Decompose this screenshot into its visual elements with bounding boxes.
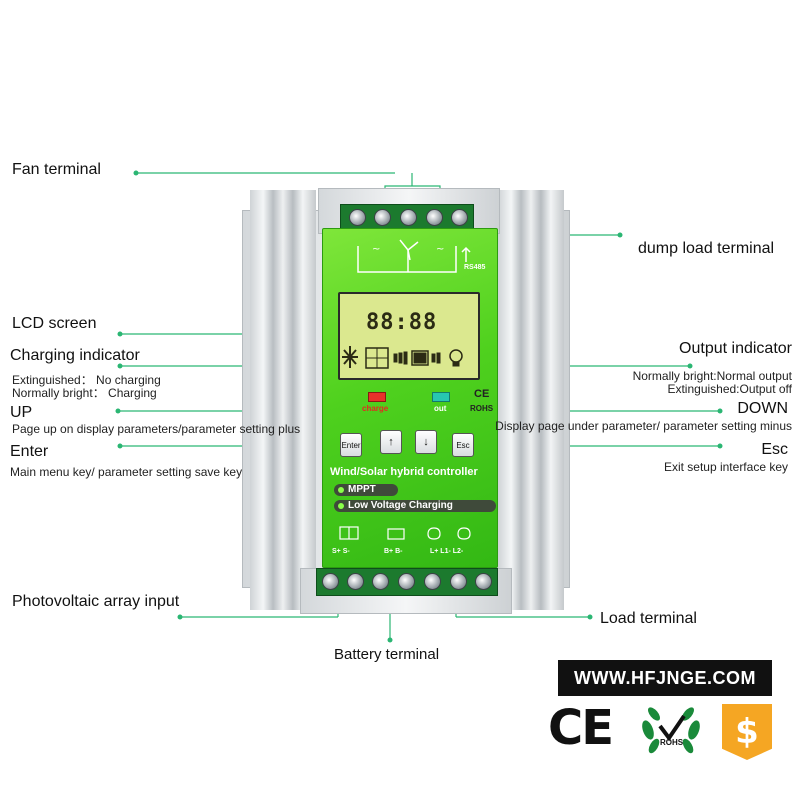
load-terminal-label-callout: Load terminal — [600, 610, 697, 627]
dump-screw-3[interactable] — [451, 209, 468, 226]
battery-terminal-icon — [387, 528, 405, 540]
solar-terminal-label: S+ S- — [332, 548, 350, 555]
lcd-digits: 88:88 — [366, 310, 438, 335]
right-heat-sink — [498, 190, 564, 610]
ce-logo: CE — [548, 700, 614, 756]
dollar-icon: $ — [735, 712, 759, 752]
up-title: UP — [10, 404, 33, 421]
lcd-status-icons — [342, 346, 463, 369]
bulb-icon — [449, 349, 463, 363]
svg-text:~: ~ — [372, 244, 380, 255]
output-indicator-led — [432, 392, 450, 402]
pv-screw-plus[interactable] — [322, 573, 339, 590]
output-indicator-title: Output indicator — [679, 340, 792, 357]
mppt-text: MPPT — [348, 484, 376, 495]
load-screw-plus[interactable] — [424, 573, 441, 590]
down-desc: Display page under parameter/ parameter … — [495, 419, 792, 433]
rohs-logo-text: ROHS — [660, 738, 684, 747]
load-terminal-label: L+ L1- L2- — [430, 548, 464, 555]
down-title: DOWN — [737, 400, 788, 417]
charging-indicator-desc-1: Extinguished： No charging — [12, 373, 161, 387]
bottom-terminal-icons — [339, 526, 471, 540]
battery-screw-plus[interactable] — [372, 573, 389, 590]
rohs-mark: ROHS — [470, 404, 494, 413]
battery-terminal-label-callout: Battery terminal — [334, 646, 440, 663]
dump-load-terminal-label: dump load terminal — [638, 240, 775, 257]
arrow-up-icon: ↑ — [388, 436, 394, 448]
load-bulb-icon — [427, 527, 441, 540]
load-arrows-icon — [431, 352, 441, 364]
load-bulb-2-icon — [457, 527, 471, 540]
dump-screw-1[interactable] — [400, 209, 417, 226]
wind-turbine-icon: ~ ~ — [357, 239, 471, 273]
output-indicator-desc-1: Normally bright:Normal output — [632, 369, 792, 383]
ce-mark: CE — [474, 388, 490, 400]
down-key[interactable]: ↓ — [415, 430, 437, 454]
enter-key[interactable]: Enter — [340, 433, 362, 457]
svg-text:~: ~ — [436, 244, 444, 255]
website-banner[interactable]: WWW.HFJNGE.COM — [558, 660, 772, 696]
battery-terminal-label: B+ B- — [384, 548, 403, 555]
low-voltage-text: Low Voltage Charging — [348, 500, 453, 511]
esc-key[interactable]: Esc — [452, 433, 474, 457]
pv-screw-minus[interactable] — [347, 573, 364, 590]
dump-screw-2[interactable] — [426, 209, 443, 226]
pv-input-label: Photovoltaic array input — [12, 593, 180, 610]
charging-indicator-desc-2: Normally bright： Charging — [12, 386, 157, 400]
rs485-label: RS485 — [464, 264, 486, 271]
esc-title: Esc — [761, 441, 788, 458]
out-led-label: out — [434, 404, 447, 413]
flow-arrows-icon — [393, 351, 408, 365]
enter-title: Enter — [10, 443, 49, 460]
left-heat-sink — [250, 190, 316, 610]
battery-icon — [411, 350, 429, 366]
arrow-down-icon: ↓ — [423, 436, 429, 448]
dollar-badge: $ — [722, 704, 772, 760]
load-screw-l1[interactable] — [450, 573, 467, 590]
enter-desc: Main menu key/ parameter setting save ke… — [10, 465, 243, 479]
up-key[interactable]: ↑ — [380, 430, 402, 454]
charge-led-label: charge — [362, 404, 389, 413]
output-indicator-desc-2: Extinguished:Output off — [667, 382, 792, 396]
fan-terminal-label: Fan terminal — [12, 161, 101, 178]
load-screw-l2[interactable] — [475, 573, 492, 590]
battery-screw-minus[interactable] — [398, 573, 415, 590]
rohs-logo-icon — [642, 707, 700, 754]
charging-indicator-title: Charging indicator — [10, 347, 140, 364]
up-desc: Page up on display parameters/parameter … — [12, 422, 301, 436]
low-voltage-badge: Low Voltage Charging — [334, 500, 496, 512]
charging-indicator-led — [368, 392, 386, 402]
fan-blade-icon — [342, 346, 358, 368]
esc-desc: Exit setup interface key — [663, 460, 788, 474]
mppt-badge: MPPT — [334, 484, 398, 496]
fan-screw-2[interactable] — [374, 209, 391, 226]
controller-name: Wind/Solar hybrid controller — [330, 466, 478, 478]
lcd-screen-label: LCD screen — [12, 315, 97, 332]
fan-screw-1[interactable] — [349, 209, 366, 226]
